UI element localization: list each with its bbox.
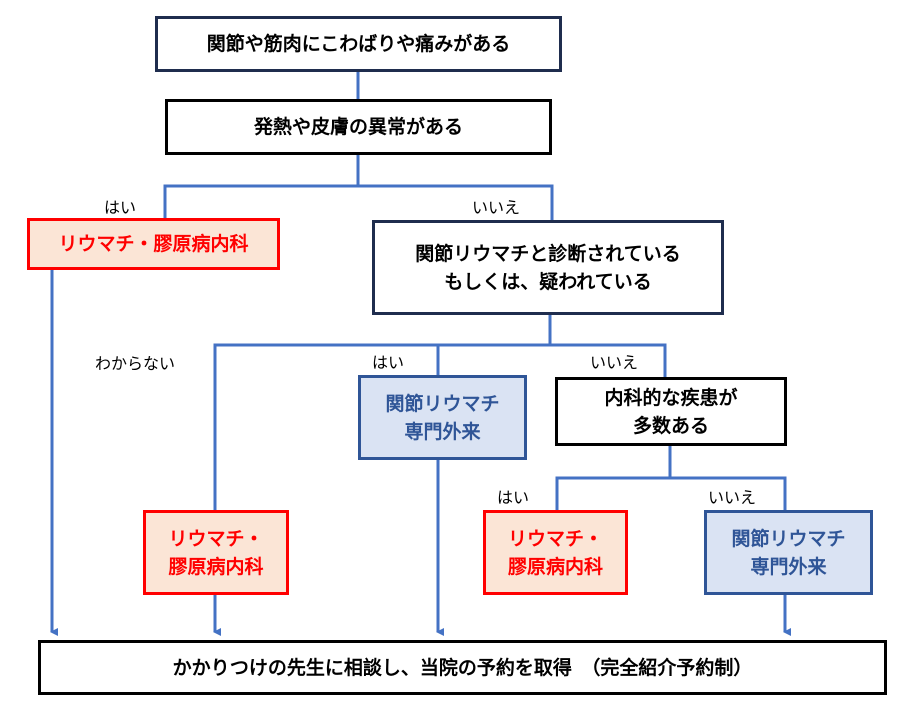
node-text: 関節リウマチと診断されている bbox=[415, 242, 681, 265]
node-text: 関節や筋肉にこわばりや痛みがある bbox=[206, 33, 511, 55]
label-fever-yes: はい bbox=[104, 198, 137, 217]
node-collagen-2: リウマチ・ 膠原病内科 bbox=[143, 510, 289, 595]
node-ra-clinic-1: 関節リウマチ 専門外来 bbox=[358, 375, 527, 460]
label-diag-yes: はい bbox=[372, 353, 405, 372]
node-fever: 発熱や皮膚の異常がある bbox=[165, 99, 552, 155]
node-final: かかりつけの先生に相談し、当院の予約を取得 （完全紹介予約制） bbox=[38, 640, 887, 695]
node-text: 専門外来 bbox=[750, 555, 827, 578]
node-collagen-3: リウマチ・ 膠原病内科 bbox=[483, 510, 628, 595]
node-text: 発熱や皮膚の異常がある bbox=[253, 116, 463, 138]
connector bbox=[213, 343, 667, 510]
node-text: 内科的な疾患が bbox=[604, 386, 738, 409]
node-text: 関節リウマチ bbox=[731, 527, 846, 550]
label-fever-no: いいえ bbox=[472, 198, 521, 217]
connector bbox=[163, 184, 554, 220]
label-internal-no: いいえ bbox=[708, 488, 757, 507]
node-text: もしくは、疑われている bbox=[444, 270, 652, 293]
node-text: 関節リウマチ bbox=[385, 392, 500, 415]
node-text: リウマチ・ bbox=[168, 527, 264, 550]
node-text: リウマチ・膠原病内科 bbox=[58, 233, 249, 255]
node-text: 膠原病内科 bbox=[168, 555, 264, 578]
node-text: 膠原病内科 bbox=[507, 555, 603, 578]
node-start: 関節や筋肉にこわばりや痛みがある bbox=[155, 16, 562, 72]
node-text: 専門外来 bbox=[404, 420, 481, 443]
label-diag-unknown: わからない bbox=[95, 354, 176, 373]
label-internal-yes: はい bbox=[497, 488, 530, 507]
node-ra-clinic-2: 関節リウマチ 専門外来 bbox=[704, 510, 873, 595]
node-text: リウマチ・ bbox=[507, 527, 603, 550]
node-internal: 内科的な疾患が 多数ある bbox=[555, 377, 787, 446]
node-diagnosed: 関節リウマチと診断されている もしくは、疑われている bbox=[372, 220, 724, 315]
node-collagen-1: リウマチ・膠原病内科 bbox=[27, 218, 280, 270]
label-diag-no: いいえ bbox=[590, 353, 639, 372]
node-text: かかりつけの先生に相談し、当院の予約を取得 （完全紹介予約制） bbox=[172, 656, 753, 679]
connector bbox=[555, 476, 787, 510]
node-text: 多数ある bbox=[632, 414, 709, 437]
